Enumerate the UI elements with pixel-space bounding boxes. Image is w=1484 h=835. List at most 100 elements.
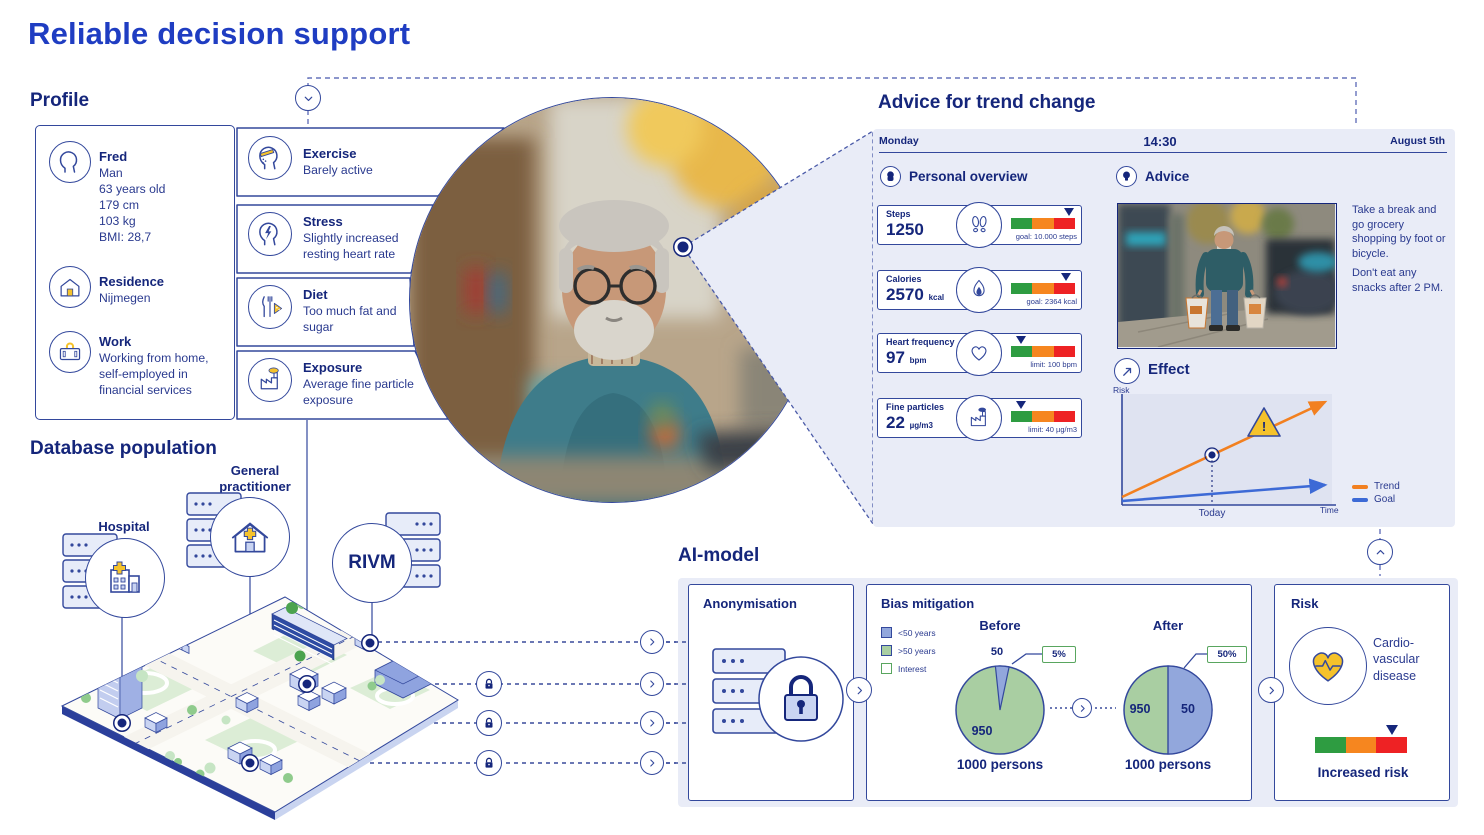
- metric-card-calories: Calories 2570 kcal goal: 2364 kcal: [877, 267, 1082, 313]
- gauge-marker: [1061, 273, 1072, 281]
- lightbulb-icon: [1116, 166, 1137, 187]
- factor-title: Exercise: [303, 146, 357, 161]
- metric-card-particles: Fine particles 22 µg/m3 limit: 40 µg/m3: [877, 395, 1082, 441]
- work-line: self-employed in: [99, 367, 188, 381]
- effect-title: Effect: [1148, 361, 1190, 378]
- trend-arrow-icon: [1114, 358, 1140, 384]
- risk-title: Risk: [1291, 596, 1319, 611]
- database-heading: Database population: [30, 438, 217, 459]
- legend-trend: Trend: [1352, 481, 1400, 492]
- person-name: Fred: [99, 149, 128, 164]
- bias-pies: [955, 653, 1213, 755]
- legend-item-interest: Interest: [881, 663, 926, 674]
- profile-heading: Profile: [30, 90, 90, 111]
- anonymisation-box: Anonymisation: [688, 584, 854, 801]
- effect-chart: !: [1121, 394, 1336, 506]
- trend-legend-swatch: [1352, 484, 1368, 489]
- callout-origin-dot: [674, 238, 692, 256]
- header-divider: [879, 152, 1447, 153]
- footsteps-icon: [956, 202, 1002, 248]
- work-line: Working from home,: [99, 351, 209, 365]
- residence-title: Residence: [99, 274, 165, 289]
- chevron-down-icon: [295, 85, 321, 111]
- factor-desc: Barely active: [303, 163, 373, 177]
- page-title: Reliable decision support: [28, 16, 411, 51]
- time-label: 14:30: [1143, 134, 1177, 149]
- before-minor-value: 50: [990, 646, 1004, 658]
- hospital-icon: [85, 538, 165, 618]
- factory-icon: [248, 358, 292, 402]
- date-label: August 5th: [1390, 135, 1445, 147]
- map-data-dot: [114, 715, 130, 731]
- factor-desc: Slightly increased resting heart rate: [303, 231, 399, 261]
- after-major-value: 950: [1129, 702, 1151, 716]
- factor-title: Stress: [303, 214, 343, 229]
- person-silhouette-icon: [880, 166, 901, 187]
- risk-gauge-marker: [1386, 725, 1399, 735]
- advice-text-2: Don't eat any snacks after 2 PM.: [1352, 267, 1444, 294]
- factor-desc: Average fine particle exposure: [303, 377, 414, 407]
- effect-ylabel: Risk: [1113, 385, 1130, 395]
- under50-swatch: [881, 627, 892, 638]
- heart-pulse-icon: [1289, 627, 1367, 705]
- after-callout: 50%: [1207, 646, 1247, 663]
- chevron-right-icon: [1072, 698, 1092, 718]
- lock-icon: [476, 710, 502, 736]
- legend-item-over50: >50 years: [881, 645, 936, 656]
- bias-title: Bias mitigation: [881, 596, 975, 611]
- gp-label: General practitioner: [219, 463, 291, 494]
- stress-head-icon: [248, 212, 292, 256]
- sweatband-head-icon: [248, 136, 292, 180]
- city-map-illustration: [60, 596, 459, 820]
- map-data-dot: [242, 755, 258, 771]
- cutlery-icon: [248, 285, 292, 329]
- goal-legend-swatch: [1352, 497, 1368, 502]
- factory-cloud-icon: [956, 395, 1002, 441]
- before-callout: 5%: [1042, 646, 1076, 663]
- profile-card: Fred Man 63 years old 179 cm 103 kg BMI:…: [35, 125, 235, 420]
- chevron-right-icon: [640, 711, 664, 735]
- over50-swatch: [881, 645, 892, 656]
- central-photo: [409, 97, 815, 503]
- chevron-up-icon: [1367, 539, 1393, 565]
- after-title: After: [1152, 618, 1184, 633]
- legend-item-under50: <50 years: [881, 627, 936, 638]
- advice-label: Advice: [1145, 169, 1190, 184]
- after-caption: 1000 persons: [1124, 757, 1212, 772]
- bias-mitigation-box: Bias mitigation <50 years >50 years Inte…: [866, 584, 1252, 801]
- before-title: Before: [979, 618, 1021, 633]
- gauge-marker: [1063, 208, 1074, 216]
- person-line: 63 years old: [99, 182, 166, 196]
- chevron-right-icon: [846, 677, 872, 703]
- work-title: Work: [99, 334, 132, 349]
- disease-label: Cardio- vascular disease: [1373, 636, 1420, 683]
- risk-gauge: [1315, 723, 1408, 755]
- legend-goal: Goal: [1352, 494, 1395, 505]
- effect-today-label: Today: [1198, 508, 1226, 519]
- before-caption: 1000 persons: [956, 757, 1044, 772]
- map-data-dot: [299, 676, 315, 692]
- briefcase-icon: [49, 331, 91, 373]
- rivm-node: RIVM: [332, 523, 412, 603]
- server-lock-icon: [712, 648, 844, 742]
- rivm-label: RIVM: [348, 552, 396, 573]
- after-minor-value: 50: [1181, 702, 1195, 716]
- chevron-right-icon: [1258, 677, 1284, 703]
- ai-model-heading: AI-model: [678, 545, 760, 566]
- work-line: financial services: [99, 383, 192, 397]
- risk-caption: Increased risk: [1317, 765, 1409, 780]
- lock-icon: [476, 750, 502, 776]
- advice-heading: Advice for trend change: [878, 92, 1096, 113]
- interest-swatch: [881, 663, 892, 674]
- day-label: Monday: [879, 135, 919, 147]
- person-line: 103 kg: [99, 214, 136, 228]
- gauge-marker: [1015, 401, 1026, 409]
- flame-icon: [956, 267, 1002, 313]
- residence-line: Nijmegen: [99, 291, 151, 305]
- chevron-right-icon: [640, 630, 664, 654]
- house-icon: [49, 266, 91, 308]
- before-major-value: 950: [971, 724, 993, 738]
- general-practitioner-icon: [210, 497, 290, 577]
- anonymisation-title: Anonymisation: [703, 596, 797, 611]
